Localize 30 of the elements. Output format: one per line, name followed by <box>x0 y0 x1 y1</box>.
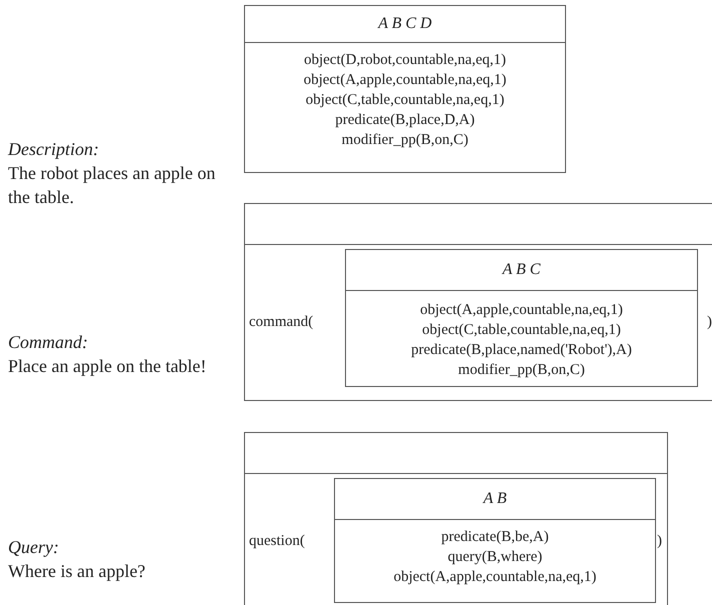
condition-text: object(A,apple,countable,na,eq,1) <box>304 71 506 90</box>
condition-text: predicate(B,place,named('Robot'),A) <box>411 341 632 360</box>
discourse-referents: A B C <box>502 261 540 279</box>
discourse-referents: A B <box>483 490 507 508</box>
section-heading: Description: <box>8 138 100 161</box>
condition-text: predicate(B,place,D,A) <box>335 111 475 130</box>
operator-text: question( <box>249 533 305 550</box>
sentence-text: Where is an apple? <box>8 560 146 583</box>
condition-text: object(A,apple,countable,na,eq,1) <box>394 568 596 587</box>
drs-box <box>244 5 566 173</box>
drs-box <box>334 478 656 603</box>
sentence-text: Place an apple on the table! <box>8 355 208 378</box>
condition-text: object(C,table,countable,na,eq,1) <box>422 321 621 340</box>
condition-text: query(B,where) <box>448 548 542 567</box>
discourse-referents: A B C D <box>378 15 432 33</box>
closing-parenthesis: ) <box>707 314 712 331</box>
drs-box <box>244 432 668 605</box>
section-heading: Command: <box>8 331 89 354</box>
condition-text: modifier_pp(B,on,C) <box>458 361 585 380</box>
operator-text: command( <box>249 314 314 331</box>
condition-text: modifier_pp(B,on,C) <box>342 131 468 150</box>
drs-box <box>345 249 698 387</box>
condition-text: object(A,apple,countable,na,eq,1) <box>420 301 623 320</box>
sentence-text: The robot places an apple on the table. <box>8 162 216 209</box>
condition-text: object(C,table,countable,na,eq,1) <box>306 91 504 110</box>
closing-parenthesis: ) <box>657 533 662 550</box>
section-heading: Query: <box>8 536 60 559</box>
condition-text: object(D,robot,countable,na,eq,1) <box>304 51 506 70</box>
drs-box <box>244 203 712 401</box>
condition-text: predicate(B,be,A) <box>441 528 549 547</box>
